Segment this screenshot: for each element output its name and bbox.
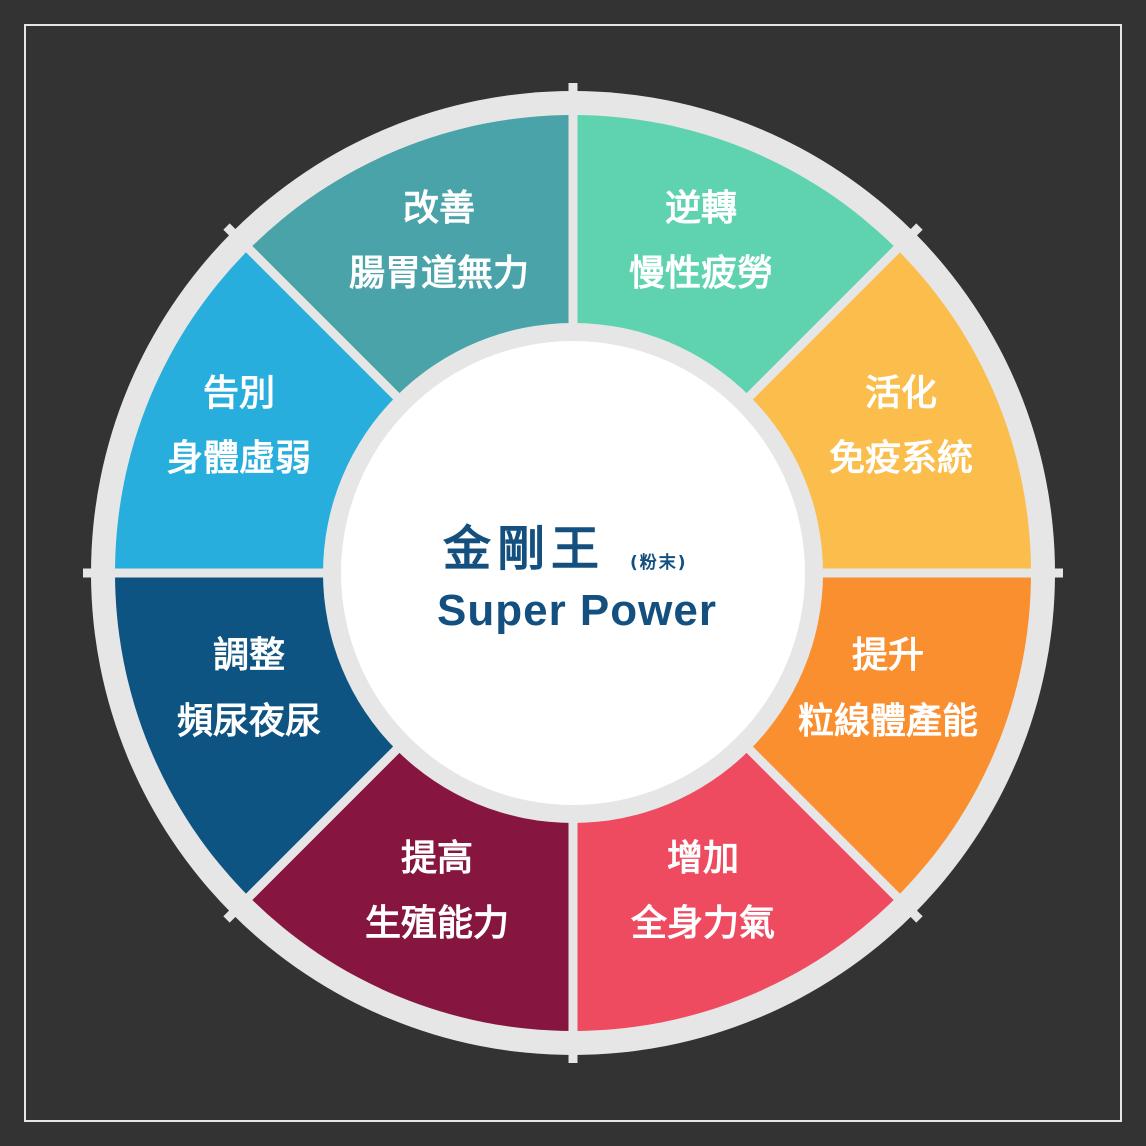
segment-boost-mitochondria-line2: 粒線體產能 — [798, 701, 978, 742]
segment-increase-strength-line2: 全身力氣 — [630, 902, 775, 944]
segment-farewell-weakness-line2: 身體虛弱 — [167, 438, 311, 479]
segment-reverse-fatigue-line1: 逆轉 — [665, 188, 737, 229]
segment-activate-immune-line2: 免疫系統 — [829, 438, 973, 479]
segment-farewell-weakness-line1: 告別 — [203, 373, 275, 414]
frame-border — [24, 24, 1122, 1122]
center-disk — [341, 341, 805, 805]
segment-adjust-urination-line2: 頻尿夜尿 — [177, 701, 321, 742]
segment-boost-mitochondria-line1: 提升 — [852, 635, 924, 676]
segment-improve-gut-line2: 腸胃道無力 — [349, 253, 529, 294]
segment-improve-gut-line1: 改善 — [403, 188, 475, 229]
segment-reverse-fatigue-line2: 慢性疲勞 — [629, 253, 773, 294]
segment-activate-immune-line1: 活化 — [865, 373, 937, 414]
center-note: (粉末) — [630, 552, 688, 573]
center-subtitle: Super Power — [437, 586, 717, 635]
segment-improve-fertility-line1: 提高 — [401, 838, 473, 879]
segment-adjust-urination-line1: 調整 — [213, 635, 285, 676]
segment-improve-fertility-line2: 生殖能力 — [365, 903, 509, 944]
segment-increase-strength-line1: 增加 — [667, 838, 739, 879]
center-title: 金剛王 — [442, 521, 605, 577]
